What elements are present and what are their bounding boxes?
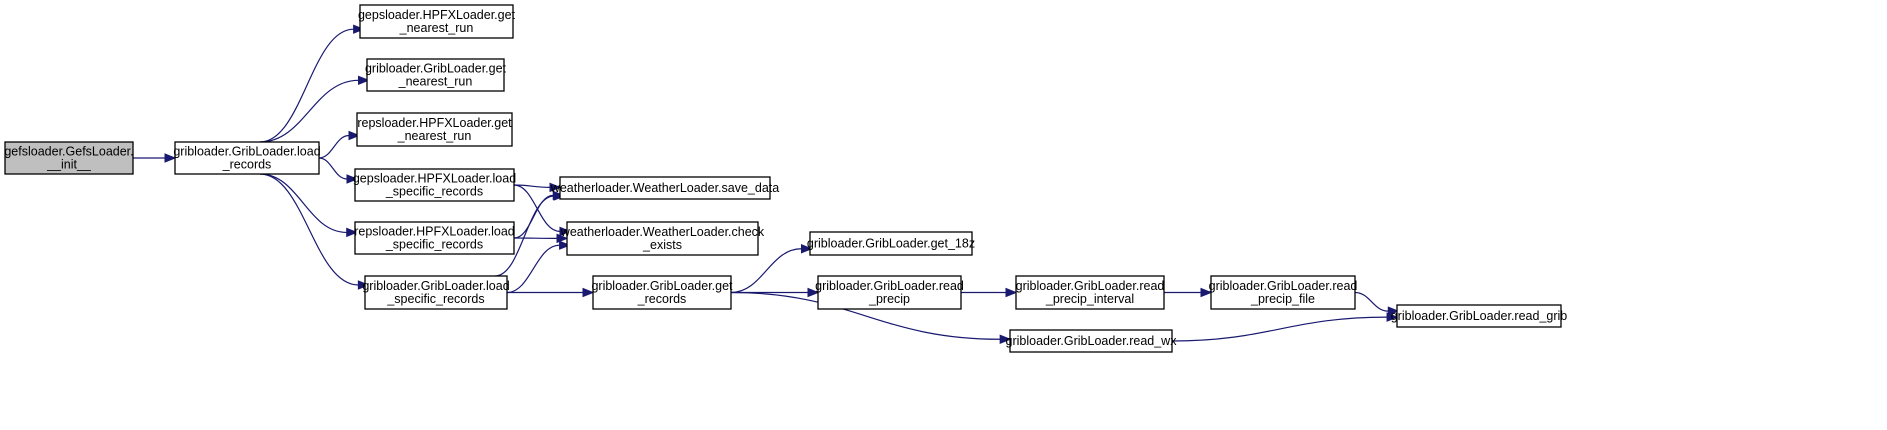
node-label-line: gribloader.GribLoader.read [1209, 279, 1358, 293]
node-reps-get-nearest[interactable]: repsloader.HPFXLoader.get_nearest_run [356, 112, 513, 147]
function-nodes: gefsloader.GefsLoader.__init__ gribloader… [4, 4, 1568, 353]
edge-grib_load_records-to-reps_get_nearest [318, 130, 361, 159]
node-box [817, 275, 962, 310]
node-box [356, 112, 513, 147]
node-label-line: gribloader.GribLoader.get_18z [807, 237, 975, 251]
edge-grib_load_records-to-grib_load_specific [259, 173, 370, 290]
node-label-line: _specific_records [386, 292, 484, 306]
node-box [1009, 329, 1173, 353]
node-label-line: _records [637, 292, 687, 306]
edge-grib_load_records-to-geps_load_specific [318, 157, 359, 184]
node-box [809, 231, 973, 256]
call-edges [132, 24, 1400, 345]
node-label-line: repsloader.HPFXLoader.get [357, 116, 512, 130]
node-label-line: repsloader.HPFXLoader.load [354, 225, 515, 239]
edge-grib_load_specific-to-check_exists [506, 240, 571, 294]
edge-grib_load_specific-to-save_data [494, 191, 566, 277]
node-label-line: _nearest_run [398, 75, 473, 89]
node-box [366, 58, 505, 92]
node-read-precip[interactable]: gribloader.GribLoader.read_precip [815, 275, 964, 310]
edge-read_wx-to-read_grib [1171, 312, 1399, 342]
edge-read_precip-to-read_precip_interval [961, 287, 1018, 298]
edge-root-to-grib_load_records [132, 153, 177, 163]
node-label-line: __init__ [46, 158, 92, 172]
node-label-line: _nearest_run [399, 21, 474, 35]
node-box [1396, 304, 1562, 328]
node-reps-load-specific[interactable]: repsloader.HPFXLoader.load_specific_reco… [354, 221, 515, 255]
node-label-line: gribloader.GribLoader.read [1016, 279, 1165, 293]
node-box [364, 275, 508, 310]
node-get-records[interactable]: gribloader.GribLoader.get_records [591, 275, 733, 310]
node-box [592, 275, 732, 310]
node-label-line: gribloader.GribLoader.load [173, 145, 320, 159]
node-box [174, 141, 320, 175]
node-read-precip-interval[interactable]: gribloader.GribLoader.read_precip_interv… [1015, 275, 1165, 310]
node-label-line: gribloader.GribLoader.read_wx [1006, 334, 1178, 348]
node-label-line: weatherloader.WeatherLoader.check [560, 225, 765, 239]
node-grib-load-records[interactable]: gribloader.GribLoader.load_records [173, 141, 321, 175]
node-get-18z[interactable]: gribloader.GribLoader.get_18z [807, 231, 975, 256]
edge-get_records-to-read_wx [730, 291, 1012, 345]
node-read-grib[interactable]: gribloader.GribLoader.read_grib [1391, 304, 1568, 328]
node-geps-get-nearest[interactable]: gepsloader.HPFXLoader.get_nearest_run [358, 4, 516, 39]
node-label-line: gribloader.GribLoader.get [591, 279, 733, 293]
edge-grib_load_records-to-geps_get_nearest [259, 24, 365, 143]
node-label-line: gribloader.GribLoader.load [362, 279, 509, 293]
node-box [1015, 275, 1165, 310]
node-label-line: weatherloader.WeatherLoader.save_data [550, 181, 779, 195]
node-box [4, 141, 134, 175]
node-box [354, 221, 515, 255]
node-label-line: _nearest_run [397, 129, 472, 143]
node-label-line: gepsloader.HPFXLoader.load [353, 172, 516, 186]
node-check-exists[interactable]: weatherloader.WeatherLoader.check_exists [560, 221, 765, 256]
node-geps-load-specific[interactable]: gepsloader.HPFXLoader.load_specific_reco… [353, 168, 516, 202]
node-label-line: gefsloader.GefsLoader. [4, 145, 133, 159]
node-box [566, 221, 759, 256]
edge-read_precip_interval-to-read_precip_file [1164, 287, 1213, 298]
node-root[interactable]: gefsloader.GefsLoader.__init__ [4, 141, 134, 175]
node-label-line: _precip [868, 292, 910, 306]
edge-read_precip_file-to-read_grib [1354, 291, 1400, 316]
edge-get_records-to-get_18z [730, 244, 813, 294]
node-label-line: gribloader.GribLoader.read_grib [1391, 309, 1568, 323]
edge-grib_load_specific-to-get_records [507, 287, 595, 298]
node-box [354, 168, 515, 202]
node-label-line: _precip_interval [1045, 292, 1134, 306]
node-read-precip-file[interactable]: gribloader.GribLoader.read_precip_file [1209, 275, 1358, 310]
node-box [359, 4, 514, 39]
edge-grib_load_records-to-reps_load_specific [259, 173, 359, 238]
edge-reps_load_specific-to-check_exists [513, 233, 569, 244]
node-label-line: _specific_records [385, 185, 483, 199]
node-label-line: gepsloader.HPFXLoader.get [358, 8, 516, 22]
node-label-line: gribloader.GribLoader.get [365, 62, 507, 76]
node-box [559, 176, 771, 200]
node-label-line: _exists [642, 238, 682, 252]
node-grib-get-nearest[interactable]: gribloader.GribLoader.get_nearest_run [365, 58, 507, 92]
node-label-line: _precip_file [1250, 292, 1315, 306]
node-label-line: _records [222, 158, 272, 172]
node-read-wx[interactable]: gribloader.GribLoader.read_wx [1006, 329, 1178, 353]
node-grib-load-specific[interactable]: gribloader.GribLoader.load_specific_reco… [362, 275, 510, 310]
node-label-line: _specific_records [385, 238, 483, 252]
edge-grib_load_records-to-grib_get_nearest [259, 75, 370, 143]
node-label-line: gribloader.GribLoader.read [815, 279, 964, 293]
node-save-data[interactable]: weatherloader.WeatherLoader.save_data [550, 176, 779, 200]
node-box [1210, 275, 1356, 310]
